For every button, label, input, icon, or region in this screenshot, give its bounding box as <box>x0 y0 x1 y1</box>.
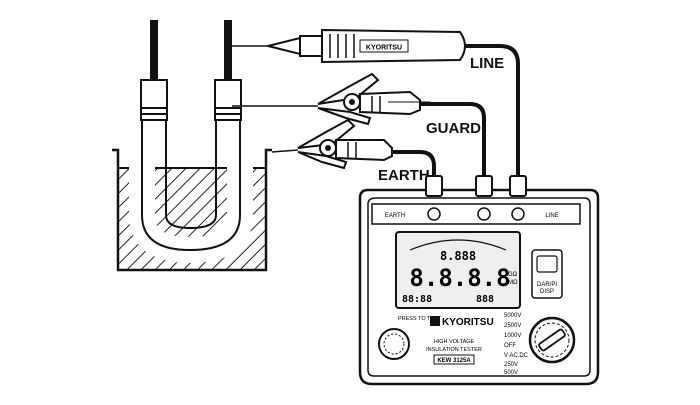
lcd-main-digits: 8.8.8.8 <box>409 264 510 292</box>
line-terminal <box>509 175 527 197</box>
lcd-top-digits: 8.888 <box>440 249 476 263</box>
range-1000v: 1000V <box>504 333 521 339</box>
range-500v: 500V <box>504 370 518 376</box>
insulation-tester: EARTH LINE 8.888 8.8.8.8 GΩ MΩ 88:88 888… <box>358 175 600 386</box>
lcd-sub-right-digits: 888 <box>476 294 494 305</box>
side-button-label1: DAR/PI <box>537 282 557 288</box>
range-off: OFF <box>504 343 516 349</box>
side-button-label2: DISP <box>540 289 554 295</box>
earth-clip <box>271 118 393 170</box>
terminal-earth-tag: EARTH <box>385 213 405 219</box>
light-button[interactable] <box>536 255 558 273</box>
lcd-unit-main: GΩ <box>508 272 518 278</box>
kyoritsu-logo-icon <box>430 316 440 326</box>
range-5000v: 5000V <box>504 313 521 319</box>
range-selector-dial[interactable] <box>528 316 576 364</box>
model-line1: HIGH VOLTAGE <box>434 339 475 345</box>
line-wire <box>466 44 520 176</box>
lcd-display <box>395 231 521 309</box>
left-guard-ring <box>140 107 168 121</box>
lcd-unit-sub: MΩ <box>508 280 518 286</box>
range-v-ac-dc: V AC.DC <box>504 353 529 359</box>
tank-outline <box>112 148 272 272</box>
press-to-test-label: PRESS TO TEST <box>398 316 442 322</box>
model-number: KEW 3125A <box>437 358 471 364</box>
earth-terminal <box>425 175 443 197</box>
guard-terminal <box>475 175 493 197</box>
u-cable-sample <box>129 20 253 264</box>
test-button[interactable] <box>378 328 410 360</box>
lcd-sub-left-digits: 88:88 <box>402 294 432 305</box>
line-probe: KYORITSU <box>232 28 466 64</box>
model-line2: INSULATION TESTER <box>426 347 482 353</box>
right-guard-ring <box>214 107 242 121</box>
left-conductor <box>150 20 158 112</box>
guard-clip <box>232 72 430 126</box>
terminal-line-tag: LINE <box>545 213 558 219</box>
right-conductor <box>224 20 232 82</box>
earth-wire <box>392 150 436 176</box>
guard-label: GUARD <box>426 120 481 137</box>
range-250v: 250V <box>504 362 518 368</box>
range-2500v: 2500V <box>504 323 521 329</box>
earth-label: EARTH <box>378 167 430 184</box>
line-label: LINE <box>470 55 504 72</box>
probe-brand-text: KYORITSU <box>366 45 402 52</box>
analog-bar-arc <box>409 239 507 251</box>
range-labels: 5000V 2500V 1000V OFF V AC.DC 250V 500V <box>504 313 529 376</box>
tester-brand: KYORITSU <box>442 317 494 328</box>
lead-wires <box>392 44 520 176</box>
dial-knob[interactable] <box>538 328 566 352</box>
guard-wire <box>420 102 486 176</box>
